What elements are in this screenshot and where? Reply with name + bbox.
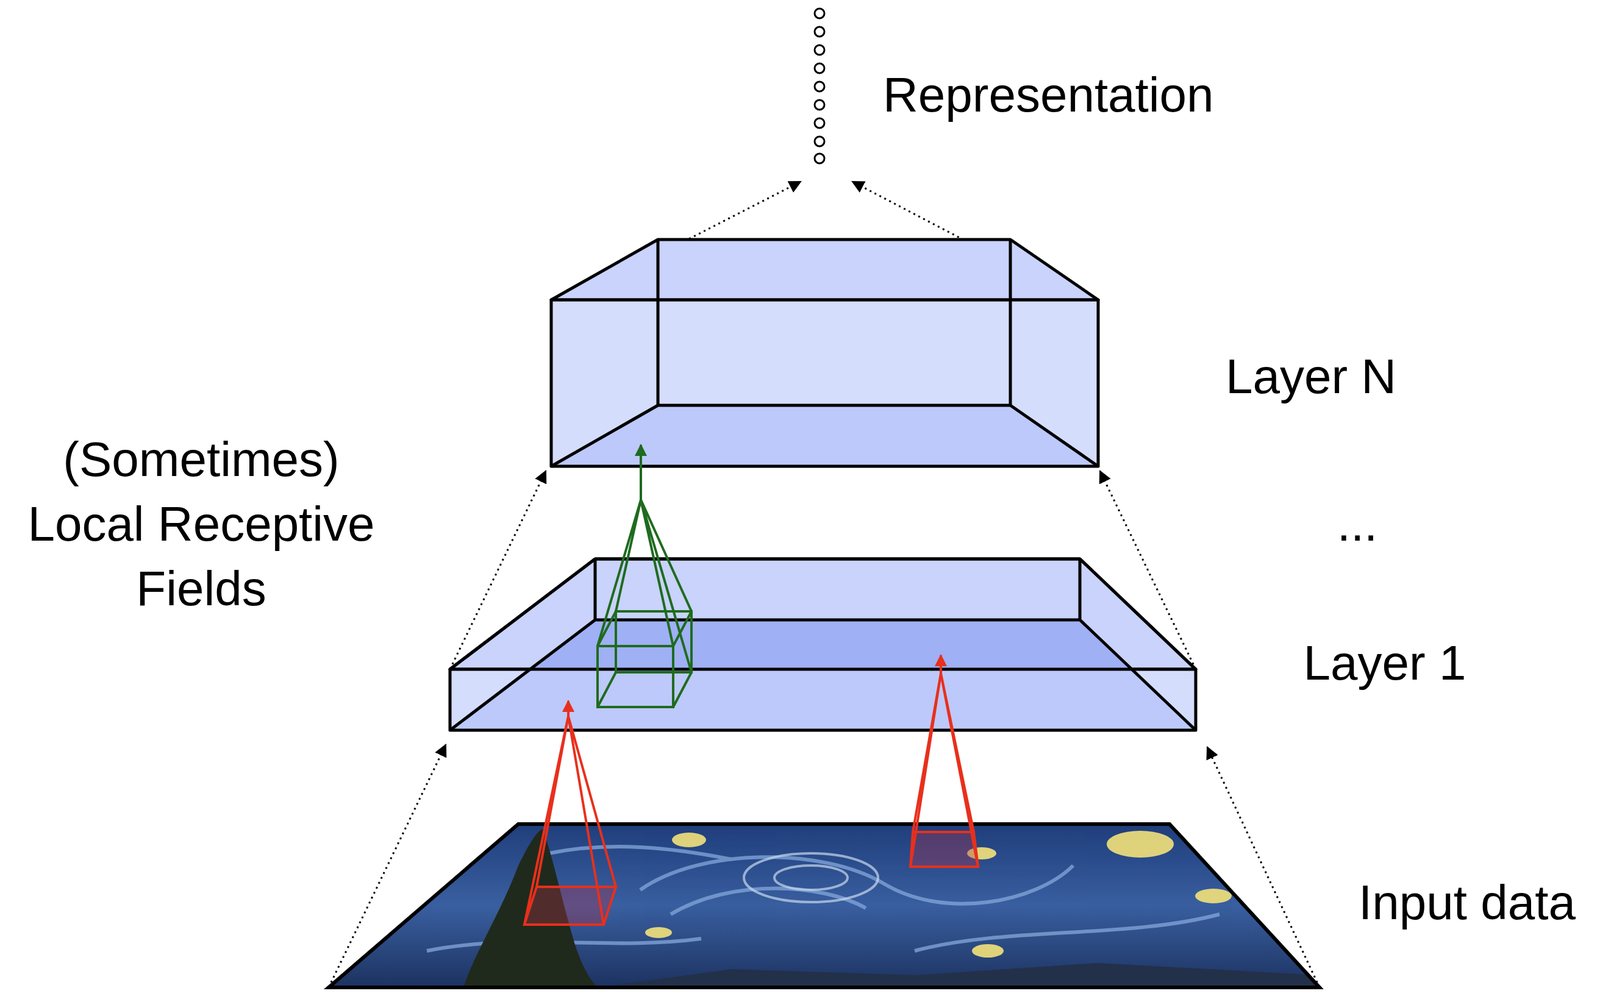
- receptive-field-3d: [597, 445, 692, 708]
- layer-label: Layer 1: [1303, 631, 1467, 696]
- layer-n-block: [551, 239, 1099, 467]
- receptive-field: [910, 655, 979, 868]
- input-label: Input data: [1358, 870, 1576, 936]
- output-label: Representation: [882, 62, 1215, 128]
- layer-label: Layer N: [1225, 344, 1397, 410]
- input-image: [323, 817, 1330, 994]
- representation-units: [814, 8, 825, 164]
- receptive-field: [524, 701, 616, 925]
- dotted-arrows: [328, 181, 1320, 988]
- layer-1-slab: [450, 559, 1196, 731]
- side-note: (Sometimes) Local Receptive Fields: [12, 427, 391, 622]
- ellipsis-label: ...: [1337, 492, 1379, 557]
